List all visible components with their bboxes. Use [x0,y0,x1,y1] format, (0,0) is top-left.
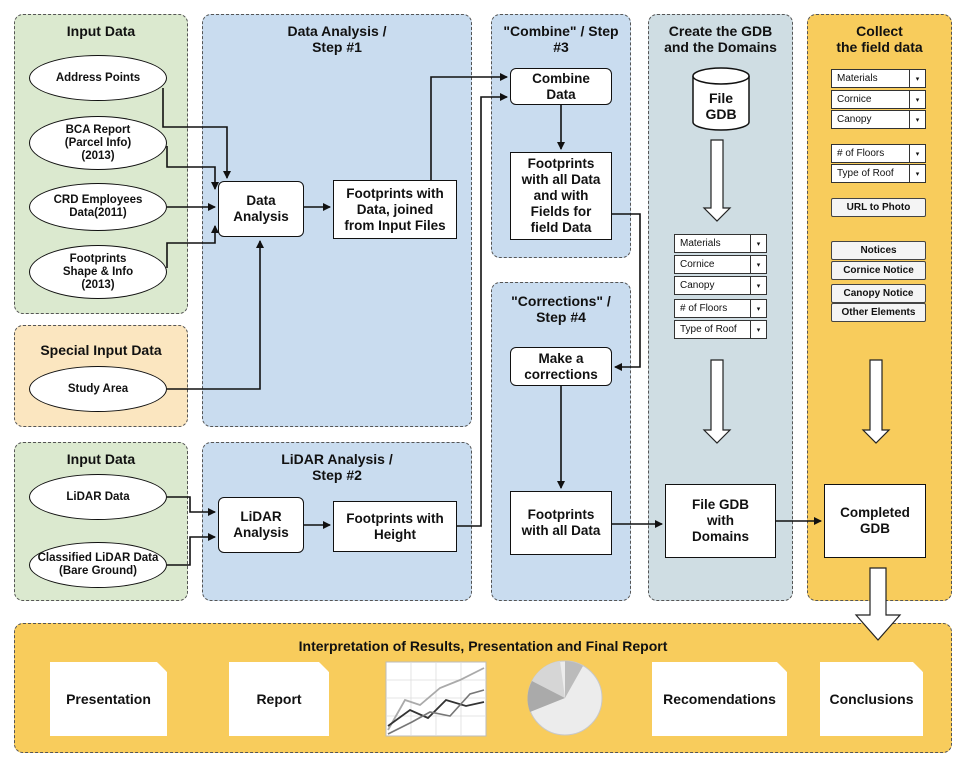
chevron-down-icon[interactable]: ▾ [750,256,766,273]
panel-title: LiDAR Analysis / Step #2 [281,451,393,483]
report-document: Report [229,662,329,736]
footprints-fields-box: Footprints with all Data and with Fields… [510,152,612,240]
hollow-down-arrow-icon [854,567,902,641]
chevron-down-icon[interactable]: ▾ [909,165,925,182]
arrow-footprints-to-analysis [166,225,219,268]
footprints-all-box: Footprints with all Data [510,491,612,555]
domain-dropdown-canopy[interactable]: Canopy ▾ [674,276,767,295]
footprints-height-box: Footprints with Height [333,501,457,552]
arrow-joined-to-combine [430,73,508,180]
dropdown-label: Materials [837,73,878,84]
database-cylinder-icon [692,67,750,131]
lidar-data-node: LiDAR Data [29,474,167,520]
dropdown-label: # of Floors [837,148,885,159]
field-dropdown-cornice[interactable]: Cornice ▾ [831,90,926,109]
domain-dropdown-roof[interactable]: Type of Roof ▾ [674,320,767,339]
chevron-down-icon[interactable]: ▾ [909,91,925,108]
panel-title: Create the GDB and the Domains [664,23,777,55]
panel-title: "Corrections" / Step #4 [511,293,611,325]
dropdown-label: Type of Roof [837,168,894,179]
field-dropdown-roof[interactable]: Type of Roof ▾ [831,164,926,183]
combine-data-box: Combine Data [510,68,612,105]
cornice-notice-button[interactable]: Cornice Notice [831,261,926,280]
hollow-down-arrow-icon [861,359,891,444]
line-chart-icon [385,661,487,737]
chevron-down-icon[interactable]: ▾ [750,300,766,317]
file-gdb-label: File GDB [705,90,737,122]
completed-gdb-box: Completed GDB [824,484,926,558]
hollow-down-arrow-icon [702,139,732,222]
arrow-height-to-combine [457,93,508,527]
domain-dropdown-floors[interactable]: # of Floors ▾ [674,299,767,318]
classified-lidar-node: Classified LiDAR Data (Bare Ground) [29,542,167,588]
chevron-down-icon[interactable]: ▾ [750,277,766,294]
make-corrections-box: Make a corrections [510,347,612,386]
domain-dropdown-cornice[interactable]: Cornice ▾ [674,255,767,274]
dropdown-label: Canopy [837,114,872,125]
arrow-fields-to-corrections [612,213,641,371]
dropdown-label: Materials [680,238,721,249]
url-to-photo-button[interactable]: URL to Photo [831,198,926,217]
domain-dropdown-materials[interactable]: Materials ▾ [674,234,767,253]
hollow-down-arrow-icon [702,359,732,444]
canopy-notice-button[interactable]: Canopy Notice [831,284,926,303]
crd-employees-node: CRD Employees Data(2011) [29,183,167,231]
footprints-shape-node: Footprints Shape & Info (2013) [29,245,167,299]
arrow-address-to-analysis [162,88,231,179]
notices-button[interactable]: Notices [831,241,926,260]
panel-title: Input Data [66,451,136,467]
address-points-node: Address Points [29,55,167,101]
dropdown-label: # of Floors [680,303,728,314]
panel-title: Special Input Data [40,342,162,358]
conclusions-document: Conclusions [820,662,923,736]
arrow-classified-to-analysis [167,533,216,566]
chevron-down-icon[interactable]: ▾ [909,70,925,87]
field-dropdown-canopy[interactable]: Canopy ▾ [831,110,926,129]
chevron-down-icon[interactable]: ▾ [750,235,766,252]
panel-title: Input Data [66,23,136,39]
pie-chart-icon [527,660,603,736]
field-dropdown-floors[interactable]: # of Floors ▾ [831,144,926,163]
presentation-document: Presentation [50,662,167,736]
other-elements-button[interactable]: Other Elements [831,303,926,322]
arrow-bca-to-analysis [166,146,219,190]
dropdown-label: Type of Roof [680,324,737,335]
chevron-down-icon[interactable]: ▾ [750,321,766,338]
chevron-down-icon[interactable]: ▾ [909,111,925,128]
dropdown-label: Cornice [837,94,872,105]
data-analysis-box: Data Analysis [218,181,304,237]
arrow-study-to-analysis [167,240,264,390]
panel-title: Collect the field data [836,23,923,55]
study-area-node: Study Area [29,366,167,412]
field-dropdown-materials[interactable]: Materials ▾ [831,69,926,88]
file-gdb-domains-box: File GDB with Domains [665,484,776,558]
footprints-joined-box: Footprints with Data, joined from Input … [333,180,457,239]
recomendations-document: Recomendations [652,662,787,736]
lidar-analysis-box: LiDAR Analysis [218,497,304,553]
chevron-down-icon[interactable]: ▾ [909,145,925,162]
dropdown-label: Cornice [680,259,715,270]
panel-title: Interpretation of Results, Presentation … [298,638,668,654]
panel-title: Data Analysis / Step #1 [287,23,387,55]
arrow-lidar-to-analysis [167,496,216,516]
panel-title: "Combine" / Step #3 [503,23,619,55]
dropdown-label: Canopy [680,280,715,291]
bca-report-node: BCA Report (Parcel Info) (2013) [29,116,167,170]
